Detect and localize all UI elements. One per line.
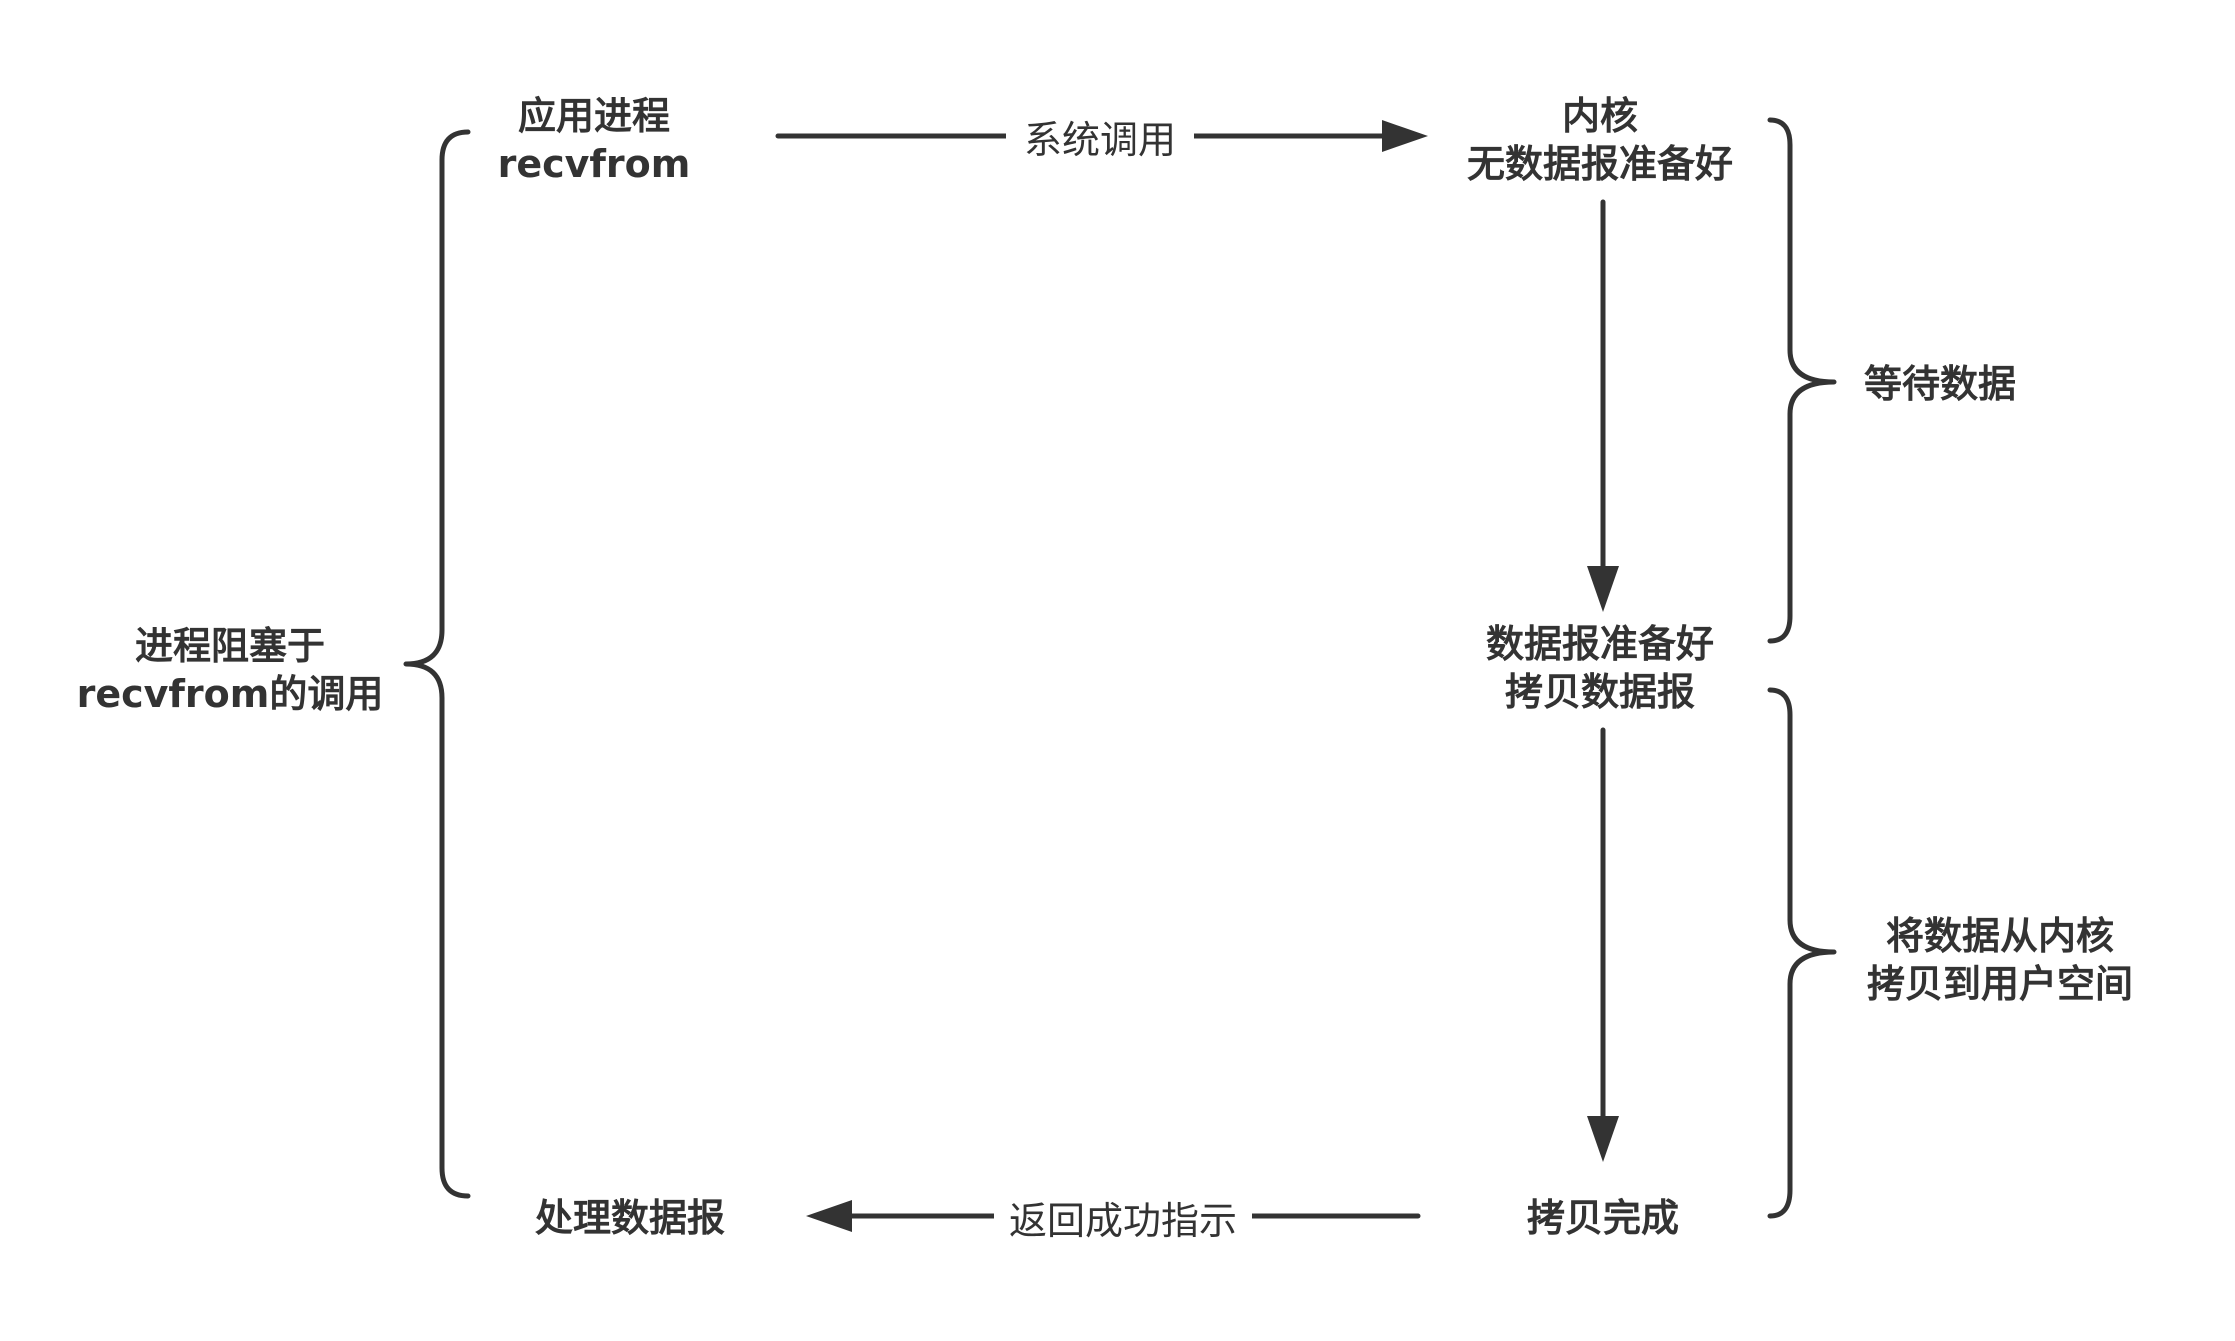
app-process-node: 应用进程 recvfrom [444,92,744,188]
copy-to-user-line1: 将数据从内核 [1885,914,2114,958]
wait-data-arrowhead [1587,566,1619,612]
datagram-ready-node: 数据报准备好 拷贝数据报 [1440,620,1760,716]
system-call-label: 系统调用 [1006,117,1194,163]
kernel-line2: 无数据报准备好 [1466,142,1733,186]
return-success-text: 返回成功指示 [1008,1199,1237,1243]
blocked-in-recvfrom-label: 进程阻塞于 recvfrom的调用 [60,622,400,718]
blocked-line1: 进程阻塞于 [134,624,325,668]
app-process-line1: 应用进程 [517,94,670,138]
copy-done-node: 拷贝完成 [1463,1194,1743,1242]
copy-arrowhead [1587,1116,1619,1162]
copy-to-user-label: 将数据从内核 拷贝到用户空间 [1850,912,2150,1008]
datagram-ready-line1: 数据报准备好 [1485,622,1714,666]
app-process-line2: recvfrom [497,142,691,186]
return-success-arrowhead [806,1200,852,1232]
datagram-ready-line2: 拷贝数据报 [1504,670,1695,714]
process-datagram-node: 处理数据报 [490,1194,770,1242]
kernel-line1: 内核 [1561,94,1638,138]
wait-data-brace [1767,117,1837,644]
blocked-line2: recvfrom的调用 [76,672,384,716]
wait-data-line1: 等待数据 [1863,362,2016,406]
return-success-label: 返回成功指示 [994,1198,1252,1244]
process-datagram-line1: 处理数据报 [534,1196,725,1240]
copy-to-user-brace [1767,687,1837,1219]
left-brace [403,129,471,1199]
system-call-arrowhead [1382,120,1428,152]
system-call-text: 系统调用 [1023,118,1176,162]
kernel-no-data-node: 内核 无数据报准备好 [1440,92,1760,188]
copy-to-user-line2: 拷贝到用户空间 [1866,962,2133,1006]
wait-data-label: 等待数据 [1840,360,2040,408]
copy-done-line1: 拷贝完成 [1526,1196,1679,1240]
